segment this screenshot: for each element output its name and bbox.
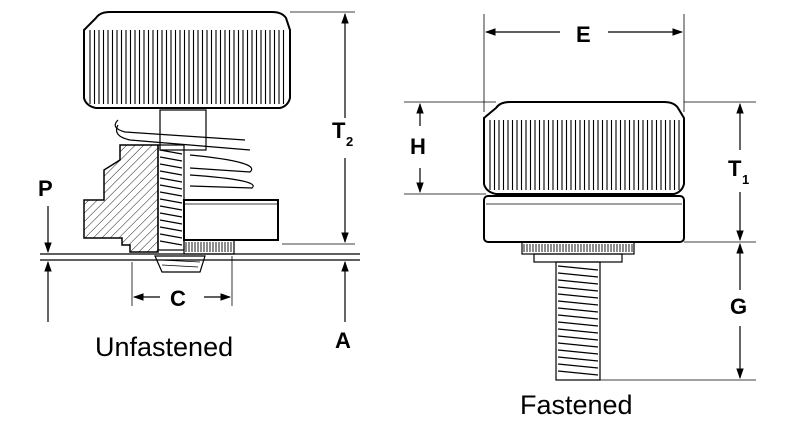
dimension-h: H — [404, 101, 496, 195]
t2-subscript: 2 — [346, 134, 353, 149]
dimension-t2: T 2 — [282, 11, 355, 245]
dimension-c: C — [131, 256, 233, 311]
t1-label: T — [728, 156, 742, 181]
t2-label: T — [332, 118, 346, 143]
dimension-t1: T 1 — [684, 101, 756, 243]
unfastened-caption: Unfastened — [95, 332, 233, 362]
hatched-body — [83, 144, 159, 253]
unfastened-thread — [157, 144, 185, 251]
panel-lines — [40, 253, 360, 261]
p-label: P — [38, 176, 53, 201]
unfastened-assembly — [83, 11, 291, 273]
fastened-knurled-knob — [483, 101, 685, 195]
fastened-assembly — [483, 101, 685, 381]
e-label: E — [576, 22, 591, 47]
clinch-ring — [183, 239, 235, 255]
a-label: A — [335, 328, 351, 353]
g-label: G — [730, 294, 747, 319]
dimension-g: G — [600, 242, 756, 381]
dimension-p: P — [38, 176, 53, 322]
fastened-collar — [483, 195, 685, 243]
unfastened-knurled-knob — [83, 11, 291, 109]
dimension-e: E — [483, 14, 685, 112]
h-label: H — [410, 134, 426, 159]
fastened-clinch-ring — [521, 241, 635, 263]
retainer-plate — [183, 199, 279, 241]
c-label: C — [170, 286, 186, 311]
fastened-thread — [555, 261, 601, 381]
fastened-caption: Fastened — [520, 390, 633, 420]
t1-subscript: 1 — [742, 172, 749, 187]
spring — [114, 109, 254, 189]
dimension-a: A — [335, 260, 351, 353]
